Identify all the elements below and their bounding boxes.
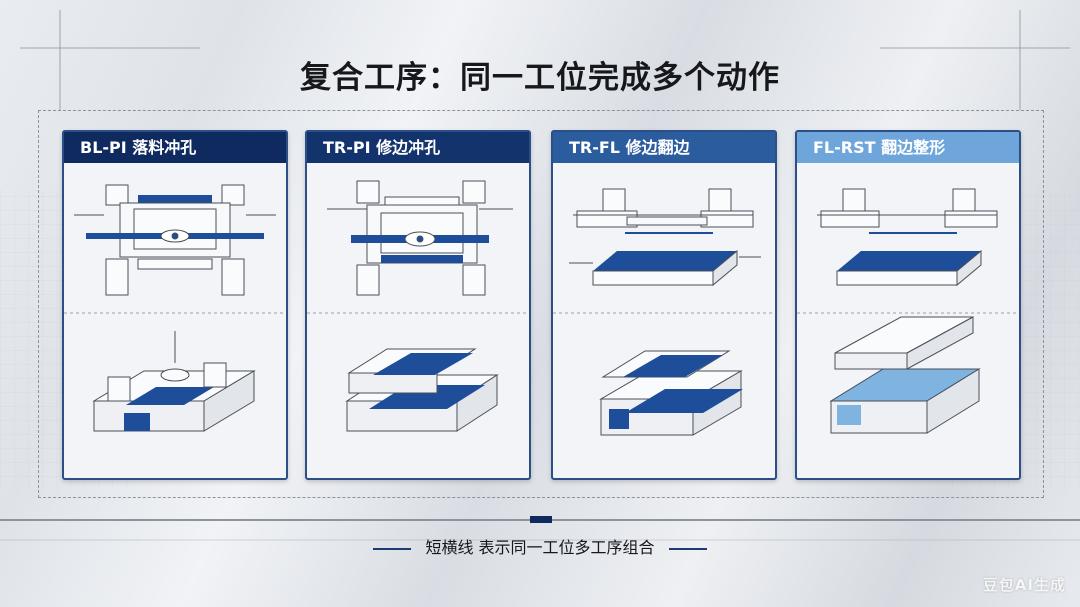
trimming-flanging-diagram xyxy=(553,188,775,436)
blanking-piercing-diagram xyxy=(64,184,286,432)
card-tr-fl: TR-FL 修边翻边 xyxy=(551,130,777,480)
flanging-restriking-diagram xyxy=(797,188,1019,434)
caption-text: 短横线 表示同一工位多工序组合 xyxy=(425,538,655,557)
divider-marker xyxy=(530,516,552,523)
short-dash-right xyxy=(668,547,707,550)
page-title: 复合工序：同一工位完成多个动作 xyxy=(300,60,780,96)
card-header: FL-RST 翻边整形 xyxy=(797,132,1019,163)
card-header: TR-FL 修边翻边 xyxy=(553,132,775,163)
card-tr-pi: TR-PI 修边冲孔 xyxy=(305,130,531,480)
card-header: BL-PI 落料冲孔 xyxy=(64,132,286,163)
card-bl-pi: BL-PI 落料冲孔 xyxy=(62,130,288,480)
caption: 短横线 表示同一工位多工序组合 xyxy=(0,534,1080,558)
short-dash-left xyxy=(373,547,412,550)
process-frame xyxy=(38,110,1044,498)
card-fl-rst: FL-RST 翻边整形 xyxy=(795,130,1021,480)
trimming-piercing-diagram xyxy=(307,180,529,432)
card-header: TR-PI 修边冲孔 xyxy=(307,132,529,163)
watermark: 豆包AI生成 xyxy=(982,576,1066,594)
